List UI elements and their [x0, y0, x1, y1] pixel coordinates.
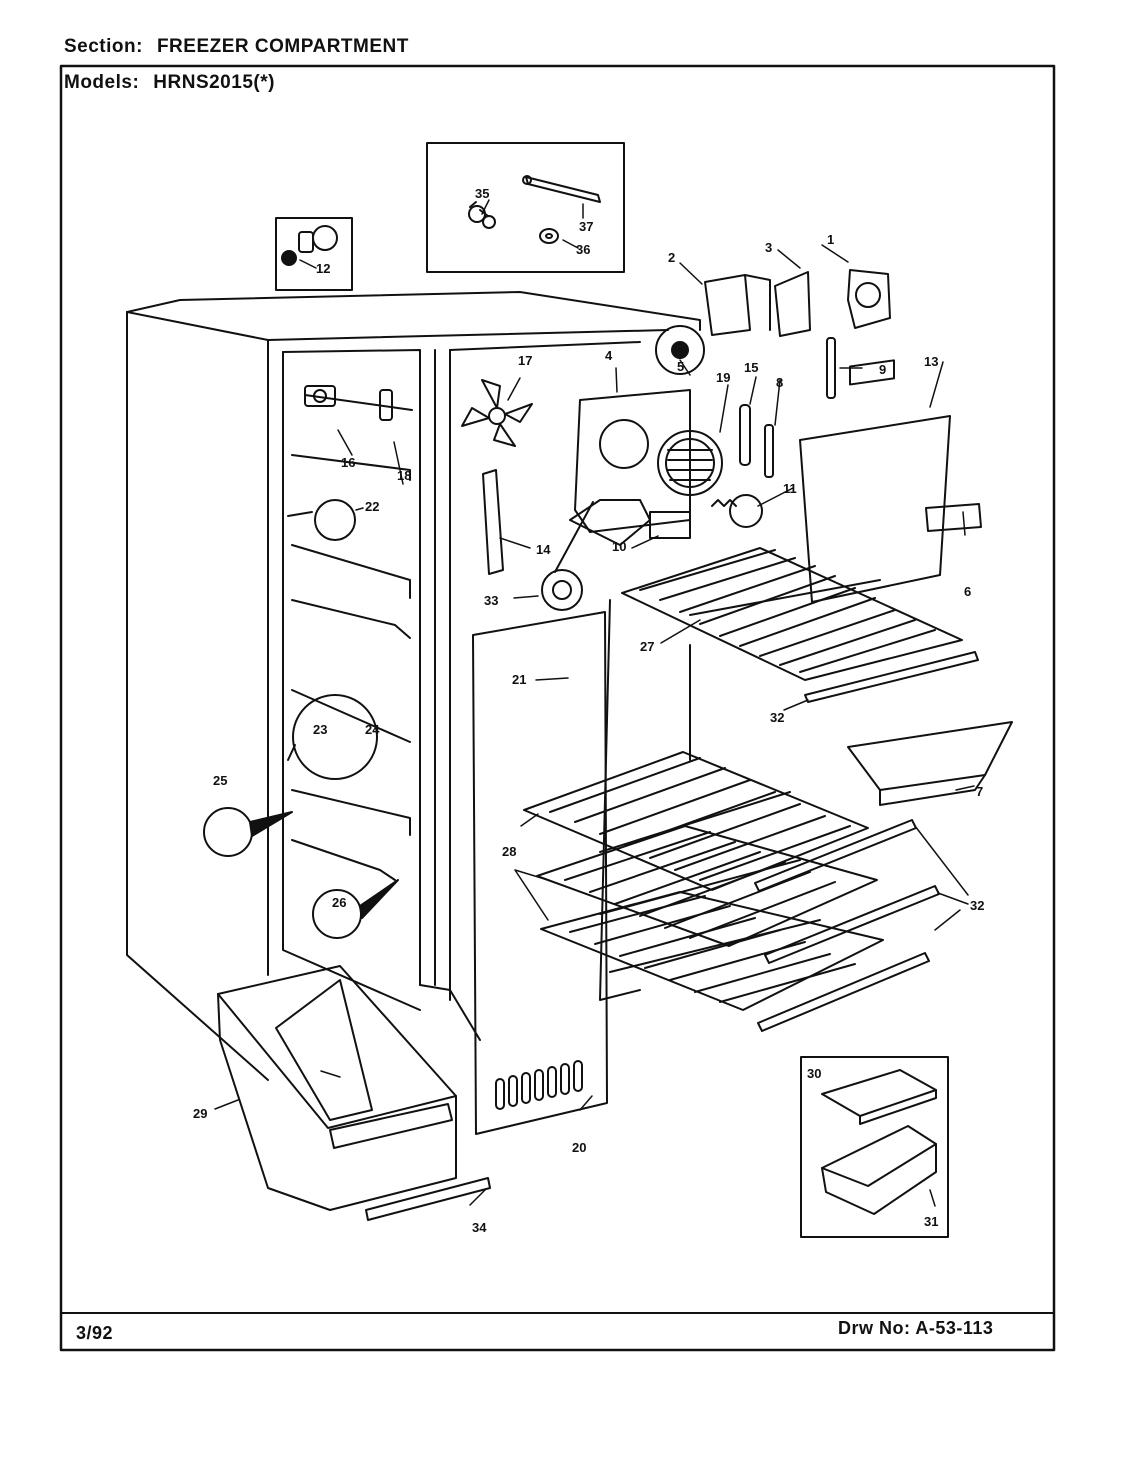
shelf-support-bracket: [482, 469, 504, 575]
callout-16: 16: [341, 455, 355, 470]
detail-circle-screw: [312, 879, 399, 939]
upper-wire-shelf: [621, 547, 963, 681]
screw-part: [468, 201, 496, 229]
callout-25: 25: [213, 773, 227, 788]
control-rod: [826, 337, 836, 399]
callout-15: 15: [744, 360, 758, 375]
callout-5: 5: [677, 359, 684, 374]
bushing-part: [539, 228, 559, 244]
drawing-date: 3/92: [76, 1323, 114, 1343]
leader-lines: [214, 199, 975, 1207]
callout-9: 9: [879, 362, 886, 377]
callout-17: 17: [518, 353, 532, 368]
callout-19: 19: [716, 370, 730, 385]
callout-22: 22: [365, 499, 379, 514]
damper-seal: [764, 424, 774, 478]
callout-37: 37: [579, 219, 593, 234]
detail-circle-door-stop: [203, 807, 293, 857]
callout-34: 34: [472, 1220, 487, 1235]
callout-10: 10: [612, 539, 626, 554]
detail-circle-cams: [287, 694, 378, 780]
callout-24: 24: [365, 722, 380, 737]
section-value: FREEZER COMPARTMENT: [156, 36, 409, 57]
callout-26: 26: [332, 895, 346, 910]
callout-29: 29: [193, 1106, 207, 1121]
shelf-trim-strip-3: [764, 885, 940, 964]
callout-4: 4: [605, 348, 613, 363]
section-label: Section:: [64, 36, 143, 57]
air-duct-cover: [799, 359, 951, 603]
callout-30: 30: [807, 1066, 821, 1081]
bracket-clip: [774, 271, 811, 337]
light-socket: [649, 511, 691, 539]
fan-motor-mount: [541, 501, 594, 611]
callout-21: 21: [512, 672, 526, 687]
callout-18: 18: [397, 468, 411, 483]
inset-ice-tray-box: [800, 1056, 949, 1238]
callout-2: 2: [668, 250, 675, 265]
callout-36: 36: [576, 242, 590, 257]
drawing-number: Drw No: A-53-113: [838, 1318, 994, 1338]
callout-31: 31: [924, 1214, 938, 1229]
inset-knob-box: [275, 217, 353, 291]
panel-vent-slots: [495, 1060, 583, 1110]
fan-bracket: [569, 389, 691, 546]
callout-27: 27: [640, 639, 654, 654]
callout-1: 1: [827, 232, 834, 247]
detail-circle-shelf-stop: [287, 499, 356, 541]
section-header: Section: FREEZER COMPARTMENT: [64, 36, 409, 58]
drawing-frame: [59, 64, 1056, 1352]
bracket-plug: [304, 385, 336, 407]
callout-labels: 1 2 3 4 5 6 7 8 9 10 11 12 13 14 15 16 1…: [193, 186, 984, 1235]
callout-28: 28: [502, 844, 516, 859]
bracket-hinge: [704, 274, 771, 336]
shelf-trim-strip-4: [757, 952, 930, 1032]
evaporator-cover-panel: [472, 611, 608, 1135]
callout-6: 6: [964, 584, 971, 599]
callout-7: 7: [976, 784, 983, 799]
callout-32a: 32: [770, 710, 784, 725]
clip-part: [379, 389, 393, 421]
ice-tray: [821, 1069, 937, 1125]
models-value: HRNS2015(*): [153, 72, 275, 93]
models-header: Models: HRNS2015(*): [64, 72, 275, 94]
detail-circle-damper-knob: [655, 325, 705, 375]
models-label: Models:: [64, 72, 140, 93]
callout-20: 20: [572, 1140, 586, 1155]
fan-motor: [657, 430, 723, 496]
callout-32b: 32: [970, 898, 984, 913]
control-housing: [847, 269, 891, 329]
light-bulb: [711, 494, 763, 528]
callout-23: 23: [313, 722, 327, 737]
callout-8: 8: [776, 375, 783, 390]
fan-blade: [461, 379, 533, 447]
control-label-plate: [925, 503, 982, 532]
inset-hardware-box: [426, 142, 625, 273]
wire-shelf-top: [523, 751, 869, 891]
wire-shelf-bottom: [540, 891, 884, 1011]
door-bin-trim: [365, 1177, 491, 1221]
damper-strip: [739, 404, 751, 466]
freezer-door-bin: [217, 965, 457, 1211]
callout-12: 12: [316, 261, 330, 276]
callout-11: 11: [783, 481, 797, 496]
wire-part: [522, 175, 601, 203]
callout-33: 33: [484, 593, 498, 608]
ice-bin: [821, 1125, 937, 1215]
callout-14: 14: [536, 542, 551, 557]
callout-3: 3: [765, 240, 772, 255]
freezer-bin-small: [847, 721, 1013, 806]
thermostat-knob: [281, 225, 338, 266]
cabinet: [126, 291, 701, 1081]
callout-13: 13: [924, 354, 938, 369]
callout-35: 35: [475, 186, 489, 201]
shelf-trim-strip-1: [804, 651, 979, 703]
